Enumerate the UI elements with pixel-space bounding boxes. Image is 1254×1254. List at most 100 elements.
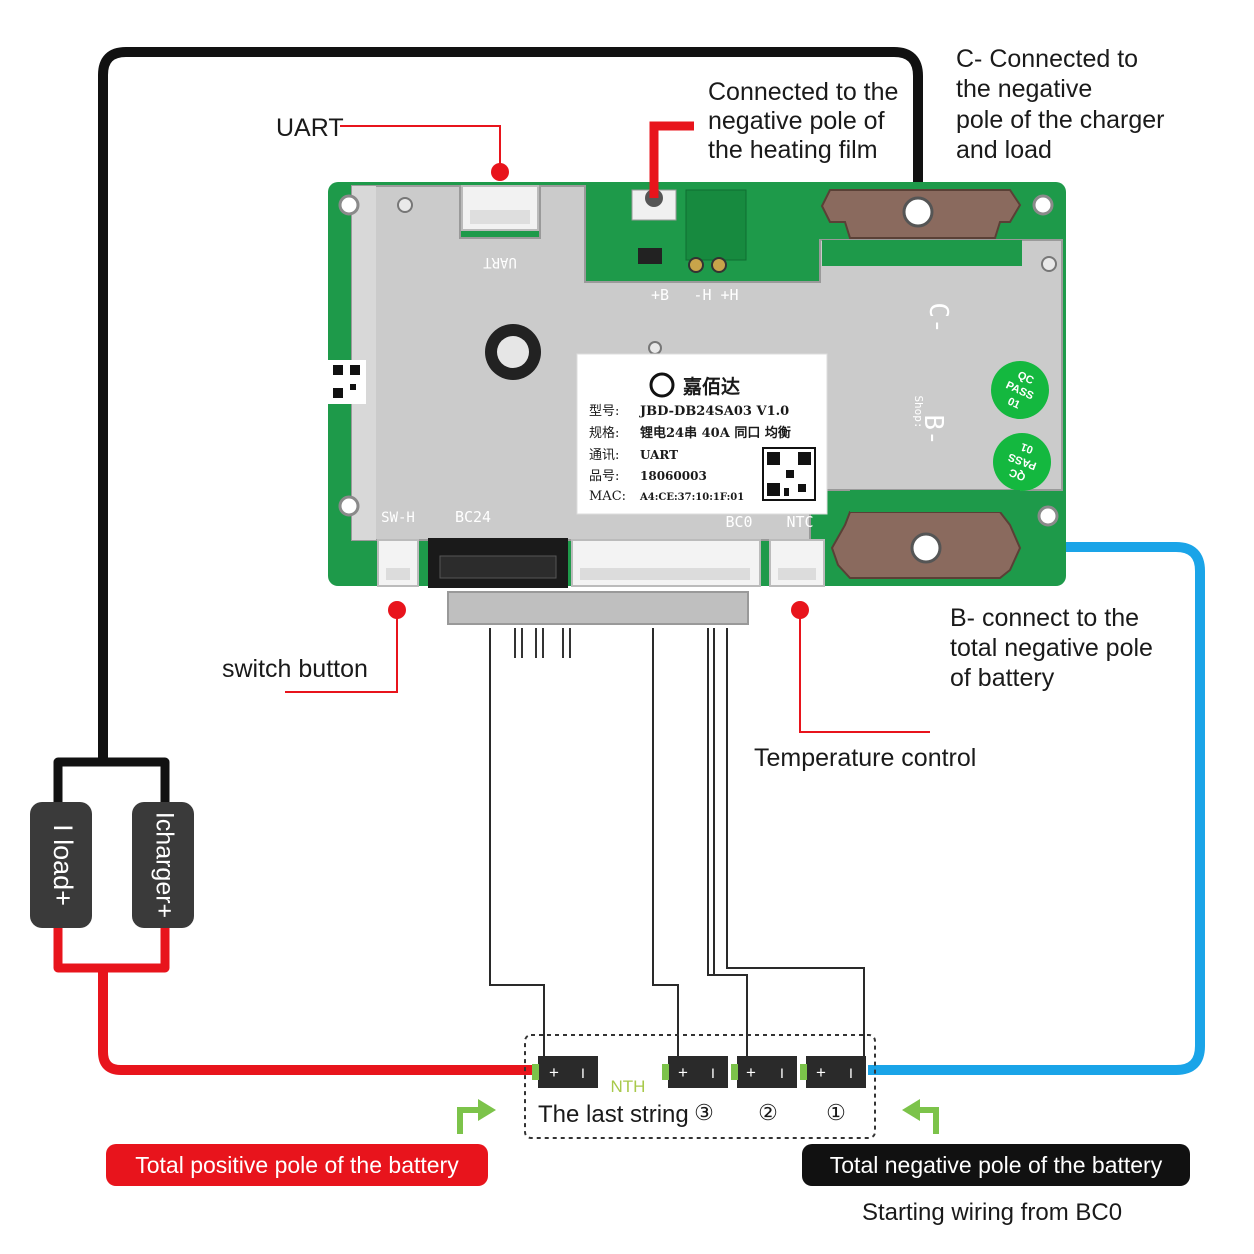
- sticker-val-0: JBD-DB24SA03 V1.0: [639, 404, 789, 419]
- arrow-right-icon: [457, 1107, 480, 1134]
- qr-cell: [350, 365, 360, 375]
- c-minus-label-line-1: C- Connected to: [956, 45, 1138, 73]
- qr-finder: [798, 452, 811, 465]
- silk-uart: UART: [483, 254, 517, 270]
- h-plus-pad: [711, 257, 727, 273]
- switch-pins: [386, 568, 410, 580]
- ribbon-wires: [514, 628, 571, 658]
- qr-cell: [350, 384, 356, 390]
- cell-body: [668, 1056, 728, 1088]
- cell-plus: +: [816, 1063, 826, 1082]
- sticker-val-1: 锂电24串 40A 同口 均衡: [640, 425, 791, 441]
- heating-label-line-2: negative pole of: [708, 107, 885, 135]
- balance-wire-3: [652, 628, 679, 1056]
- negative-pole-badge: [802, 1144, 1190, 1186]
- uart-label: UART: [276, 114, 344, 142]
- silk-h: -H +H: [693, 286, 738, 304]
- uart-pins: [470, 210, 530, 224]
- c-minus-bolt: [902, 196, 934, 228]
- mount-hole: [338, 495, 360, 517]
- temp-dot: [791, 601, 809, 619]
- cell-body: [737, 1056, 797, 1088]
- qr-cell: [333, 365, 343, 375]
- silk-ntc: NTC: [786, 513, 813, 531]
- arrow-left-head: [902, 1099, 920, 1121]
- balance-pins-high: [439, 555, 557, 579]
- balance-wire-bc24: [489, 628, 545, 1056]
- qr-cell: [333, 388, 343, 398]
- heating-leader: [649, 121, 694, 198]
- qc-pass-stamp-1: QC PASS 01: [991, 361, 1049, 419]
- balance-wires: [489, 628, 865, 1056]
- qr-cell: [798, 484, 806, 492]
- b-minus-pins: [850, 490, 1020, 512]
- silk-b-minus: B-: [918, 414, 948, 445]
- cell-minus: I: [711, 1065, 715, 1081]
- b-minus-bolt: [910, 532, 942, 564]
- cell-2: + I: [731, 1056, 797, 1088]
- sticker-val-3: 18060003: [640, 469, 707, 483]
- balance-wire-bc0: [726, 628, 865, 1056]
- stamp-line-3: 01: [1019, 440, 1035, 455]
- black-plug-loop: [53, 757, 170, 810]
- silk-b-plus: +B: [651, 286, 669, 304]
- qr-cell: [786, 470, 794, 478]
- heater-chip: [638, 248, 662, 264]
- cell-body: [538, 1056, 598, 1088]
- ntc-pins: [778, 568, 816, 580]
- h-minus-pad: [688, 257, 704, 273]
- blue-wire: [868, 542, 1205, 1075]
- load-plug-label: I load+: [48, 824, 78, 906]
- b-minus-label-line-2: total negative pole: [950, 634, 1153, 662]
- qc-pass-stamp-2: QC PASS 01: [993, 433, 1051, 491]
- last-string-label: The last string: [538, 1101, 689, 1128]
- switch-dot: [388, 601, 406, 619]
- b-minus-label-line-3: of battery: [950, 664, 1055, 692]
- sticker-key-2: 通讯:: [589, 448, 619, 463]
- cell-1: + I: [800, 1056, 866, 1088]
- black-wire: [98, 47, 923, 760]
- charger-plug-body: [132, 802, 194, 928]
- sticker-brand: 嘉佰达: [682, 375, 740, 398]
- c-minus-label-line-2: the negative: [956, 75, 1092, 103]
- callout-leaders: [285, 125, 930, 733]
- mount-hole: [1032, 194, 1054, 216]
- red-plug-loop: [53, 925, 170, 973]
- brand-logo-icon: [649, 372, 675, 398]
- switch-leader: [285, 612, 398, 693]
- screw: [397, 197, 413, 213]
- qr-finder: [767, 483, 780, 496]
- silk-shop: Shop:: [912, 395, 925, 428]
- positive-pole-label: Total positive pole of the battery: [135, 1152, 459, 1178]
- cell-plus: +: [549, 1063, 559, 1082]
- load-plug: I load+: [30, 802, 92, 928]
- cell-body: [806, 1056, 866, 1088]
- cell-number-3: ③: [694, 1100, 714, 1125]
- balance-pins-low: [580, 568, 750, 580]
- c-minus-label-line-4: and load: [956, 136, 1052, 164]
- cell-minus: I: [849, 1065, 853, 1081]
- sticker-key-1: 规格:: [589, 425, 619, 441]
- charger-plug-label: Icharger+: [150, 812, 178, 918]
- c-minus-pins: [822, 240, 1022, 266]
- negative-pole-label: Total negative pole of the battery: [830, 1152, 1163, 1178]
- cell-minus: I: [780, 1065, 784, 1081]
- cell-3: + I: [662, 1056, 728, 1088]
- cell-last: + I: [532, 1056, 598, 1088]
- inductor-label: [497, 336, 529, 368]
- qr-cell: [784, 488, 789, 496]
- heating-label-line-1: Connected to the: [708, 78, 898, 106]
- cell-terminal: [532, 1064, 539, 1080]
- cell-minus: I: [581, 1065, 585, 1081]
- mount-hole: [338, 194, 360, 216]
- nth-label: NTH: [611, 1077, 646, 1096]
- balance-wire-2: [707, 628, 748, 1056]
- sticker-key-0: 型号:: [589, 404, 619, 419]
- cell-number-1: ①: [826, 1100, 846, 1125]
- start-wiring-label: Starting wiring from BC0: [862, 1199, 1122, 1226]
- silk-bc24: BC24: [455, 508, 491, 526]
- arrow-right-head: [478, 1099, 496, 1121]
- balance-wire-2b: [713, 628, 720, 976]
- b-minus-label-line-1: B- connect to the: [950, 604, 1139, 632]
- heating-label-line-3: the heating film: [708, 136, 878, 164]
